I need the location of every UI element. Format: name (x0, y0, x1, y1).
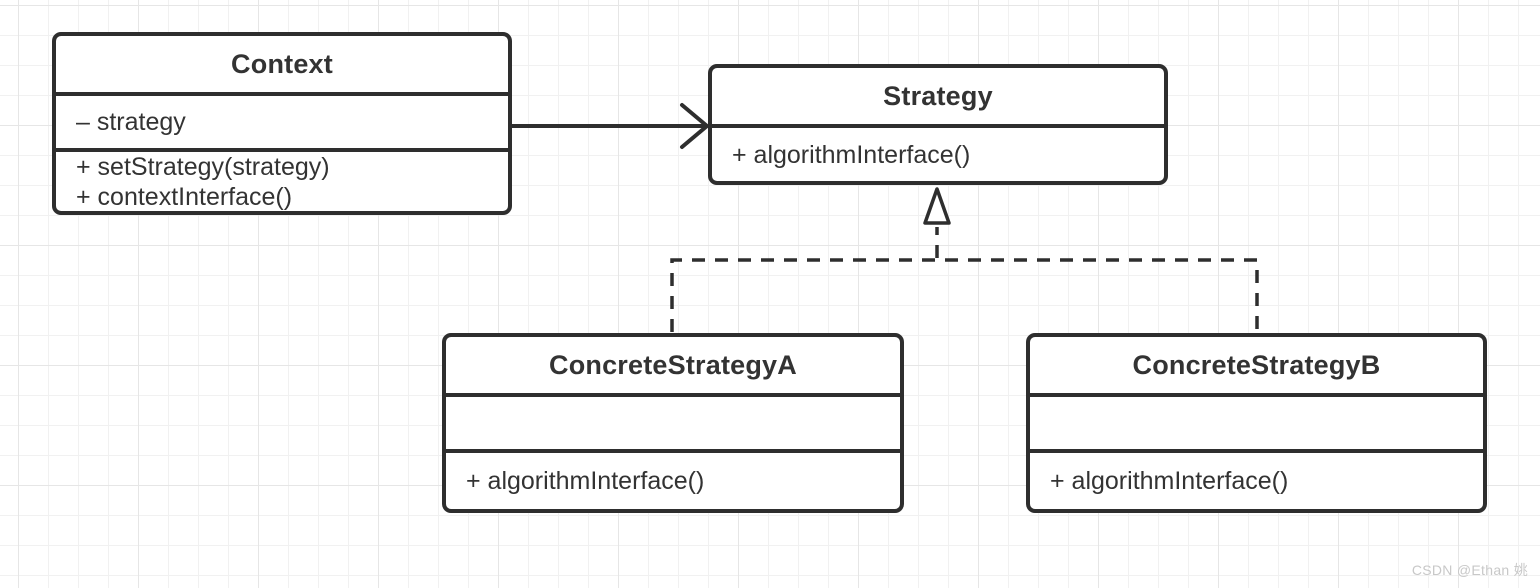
methods-section-concrete-strategy-a: + algorithmInterface() (446, 453, 900, 509)
attributes-section-concrete-strategy-a (446, 397, 900, 453)
method-set-strategy: + setStrategy(strategy) (76, 153, 330, 181)
methods-section-context: + setStrategy(strategy) + contextInterfa… (56, 152, 508, 212)
class-box-concrete-strategy-b: ConcreteStrategyB + algorithmInterface() (1026, 333, 1487, 513)
class-box-context: Context – strategy + setStrategy(strateg… (52, 32, 512, 215)
csdn-watermark: CSDN @Ethan 姚 (1411, 562, 1528, 578)
attributes-section-context: – strategy (56, 96, 508, 152)
attribute-strategy: – strategy (76, 108, 186, 136)
open-arrowhead-icon (680, 103, 709, 149)
class-title-strategy: Strategy (712, 68, 1164, 128)
class-box-strategy: Strategy + algorithmInterface() (708, 64, 1168, 185)
class-title-concrete-strategy-b: ConcreteStrategyB (1030, 337, 1483, 397)
realization-dashed-path (670, 258, 1259, 332)
class-box-concrete-strategy-a: ConcreteStrategyA + algorithmInterface() (442, 333, 904, 513)
method-algorithm-interface: + algorithmInterface() (466, 467, 705, 495)
hollow-triangle-arrowhead-icon (923, 187, 951, 225)
methods-section-concrete-strategy-b: + algorithmInterface() (1030, 453, 1483, 509)
class-title-context: Context (56, 36, 508, 96)
method-algorithm-interface: + algorithmInterface() (732, 140, 971, 169)
attributes-section-concrete-strategy-b (1030, 397, 1483, 453)
method-algorithm-interface: + algorithmInterface() (1050, 467, 1289, 495)
methods-section-strategy: + algorithmInterface() (712, 128, 1164, 181)
method-context-interface: + contextInterface() (76, 183, 293, 211)
class-title-concrete-strategy-a: ConcreteStrategyA (446, 337, 900, 397)
